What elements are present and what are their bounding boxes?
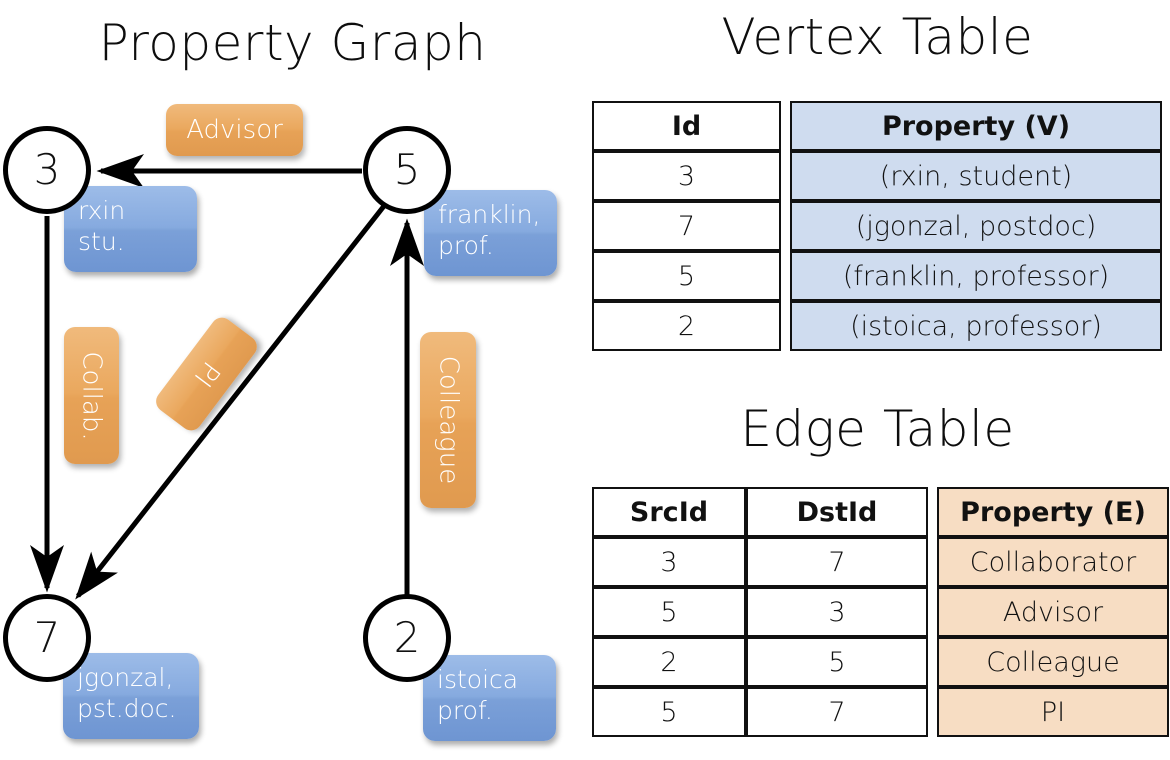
vertex-property-box-7[interactable]: jgonzal, pst.doc. bbox=[63, 653, 199, 739]
edge-table-header-property: Property (E) bbox=[937, 487, 1169, 537]
edge-cell-property: Advisor bbox=[937, 587, 1169, 637]
edge-cell-srcid: 3 bbox=[592, 537, 746, 587]
edge-label-colleague[interactable]: Colleague bbox=[420, 332, 476, 508]
edge-table-header-dstid: DstId bbox=[746, 487, 928, 537]
graph-node-5-label: 5 bbox=[393, 145, 421, 194]
edge-cell-dstid: 7 bbox=[746, 537, 928, 587]
edge-cell-dstid: 3 bbox=[746, 587, 928, 637]
column-gap bbox=[781, 201, 790, 251]
vertex-cell-property: (franklin, professor) bbox=[790, 251, 1162, 301]
vertex-cell-id: 7 bbox=[592, 201, 781, 251]
table-row: 5 7 PI bbox=[592, 687, 1169, 737]
vertex-property-3-line2: stu. bbox=[78, 226, 125, 256]
vertex-cell-property: (istoica, professor) bbox=[790, 301, 1162, 351]
graph-node-5[interactable]: 5 bbox=[363, 126, 451, 214]
graph-edges-layer bbox=[30, 154, 424, 600]
vertex-property-box-5[interactable]: franklin, prof. bbox=[424, 190, 557, 276]
column-gap bbox=[928, 587, 937, 637]
table-row: 3 7 Collaborator bbox=[592, 537, 1169, 587]
vertex-cell-property: (rxin, student) bbox=[790, 151, 1162, 201]
vertex-table: Id Property (V) 3 (rxin, student) 7 (jgo… bbox=[592, 101, 1162, 351]
vertex-cell-id: 3 bbox=[592, 151, 781, 201]
column-gap bbox=[928, 487, 937, 537]
edge-cell-property: Collaborator bbox=[937, 537, 1169, 587]
edge-label-collab[interactable]: Collab. bbox=[64, 327, 119, 464]
edge-table-title: Edge Table bbox=[740, 400, 1015, 458]
vertex-table-title: Vertex Table bbox=[721, 8, 1034, 66]
property-graph-title: Property Graph bbox=[98, 14, 487, 72]
column-gap bbox=[928, 687, 937, 737]
edge-cell-property: Colleague bbox=[937, 637, 1169, 687]
edge-cell-srcid: 5 bbox=[592, 587, 746, 637]
column-gap bbox=[781, 151, 790, 201]
edge-label-colleague-text: Colleague bbox=[433, 355, 464, 485]
table-row: 2 5 Colleague bbox=[592, 637, 1169, 687]
vertex-property-box-2[interactable]: istoica prof. bbox=[423, 655, 556, 741]
edge-table-header-srcid: SrcId bbox=[592, 487, 746, 537]
vertex-table-header-property: Property (V) bbox=[790, 101, 1162, 151]
vertex-property-7-line1: jgonzal, bbox=[77, 663, 174, 692]
table-row: 7 (jgonzal, postdoc) bbox=[592, 201, 1162, 251]
graph-node-7-label: 7 bbox=[33, 613, 61, 662]
column-gap bbox=[928, 637, 937, 687]
edge-cell-srcid: 2 bbox=[592, 637, 746, 687]
column-gap bbox=[781, 101, 790, 151]
table-row: 5 (franklin, professor) bbox=[592, 251, 1162, 301]
table-row: SrcId DstId Property (E) bbox=[592, 487, 1169, 537]
edge-line-5-to-7 bbox=[75, 204, 386, 600]
vertex-property-box-3[interactable]: rxin stu. bbox=[64, 186, 197, 272]
column-gap bbox=[781, 251, 790, 301]
vertex-property-3-line1: rxin bbox=[78, 196, 126, 225]
vertex-cell-id: 2 bbox=[592, 301, 781, 351]
column-gap bbox=[781, 301, 790, 351]
edge-label-advisor-text: Advisor bbox=[186, 115, 283, 145]
table-row: Id Property (V) bbox=[592, 101, 1162, 151]
vertex-table-header-id: Id bbox=[592, 101, 781, 151]
vertex-property-2-line1: istoica bbox=[437, 665, 519, 694]
graph-node-3[interactable]: 3 bbox=[3, 126, 91, 214]
edge-table: SrcId DstId Property (E) 3 7 Collaborato… bbox=[592, 487, 1169, 737]
edge-label-pi-text: PI bbox=[187, 355, 226, 393]
edge-cell-srcid: 5 bbox=[592, 687, 746, 737]
graph-node-7[interactable]: 7 bbox=[3, 594, 91, 682]
vertex-property-5-line1: franklin, bbox=[438, 200, 541, 229]
graph-node-2-label: 2 bbox=[393, 613, 421, 662]
vertex-property-2-line2: prof. bbox=[437, 695, 493, 725]
column-gap bbox=[928, 537, 937, 587]
edge-cell-property: PI bbox=[937, 687, 1169, 737]
edge-cell-dstid: 7 bbox=[746, 687, 928, 737]
table-row: 5 3 Advisor bbox=[592, 587, 1169, 637]
vertex-property-7-line2: pst.doc. bbox=[77, 693, 177, 723]
edge-label-advisor[interactable]: Advisor bbox=[166, 104, 303, 156]
graph-node-3-label: 3 bbox=[33, 145, 61, 194]
edge-cell-dstid: 5 bbox=[746, 637, 928, 687]
table-row: 3 (rxin, student) bbox=[592, 151, 1162, 201]
vertex-cell-property: (jgonzal, postdoc) bbox=[790, 201, 1162, 251]
graph-node-2[interactable]: 2 bbox=[363, 594, 451, 682]
vertex-property-5-line2: prof. bbox=[438, 230, 494, 260]
edge-label-collab-text: Collab. bbox=[76, 350, 107, 441]
table-row: 2 (istoica, professor) bbox=[592, 301, 1162, 351]
vertex-cell-id: 5 bbox=[592, 251, 781, 301]
